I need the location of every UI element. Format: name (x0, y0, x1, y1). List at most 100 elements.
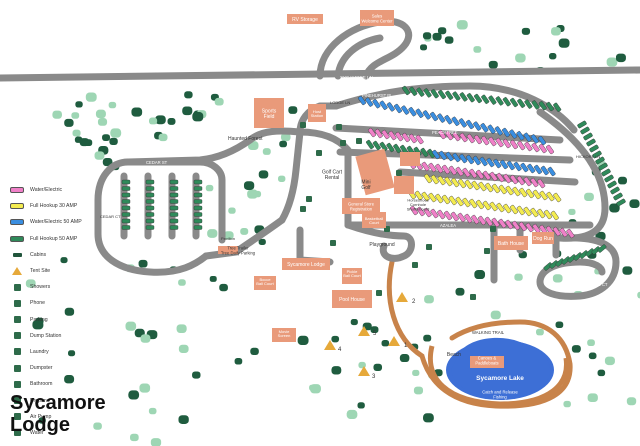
site-full-hookup-50 (577, 120, 587, 129)
site-full-hookup-50 (193, 192, 203, 198)
site-water-electric (409, 205, 419, 216)
label-cedar-ct: CEDAR CT (100, 214, 121, 219)
site-full-hookup-50 (543, 262, 553, 271)
site-full-hookup-50 (145, 212, 155, 217)
site-water-electric (457, 212, 466, 223)
tree (214, 97, 224, 106)
site-water-electric-50 (408, 107, 417, 117)
label-tent-3: 3 (372, 374, 376, 380)
site-full-hookup-30 (537, 208, 546, 219)
site-full-hookup-30 (553, 192, 562, 203)
tree (93, 422, 102, 430)
legend-icon-wrap (10, 316, 24, 324)
dog-run-area (532, 232, 554, 244)
site-full-hookup-50 (169, 205, 179, 211)
site-water-electric (401, 132, 411, 143)
facility-icon (484, 248, 490, 254)
tent-site-5 (358, 326, 370, 336)
tree (64, 307, 75, 316)
site-full-hookup-50 (372, 140, 381, 151)
site-full-hookup-50 (121, 218, 131, 224)
tree (258, 170, 269, 179)
tree (52, 110, 62, 119)
tree (178, 279, 186, 286)
site-full-hookup-50 (420, 147, 429, 158)
site-full-hookup-50 (121, 205, 131, 211)
site-full-hookup-50 (401, 85, 411, 96)
dumpster-icon (13, 364, 21, 372)
buildings (218, 10, 554, 368)
site-water-electric (416, 206, 425, 217)
site-full-hookup-30 (516, 205, 525, 216)
site-full-hookup-50 (610, 186, 620, 195)
site-water-electric-50 (487, 124, 496, 134)
tree (150, 438, 162, 446)
tree (622, 266, 633, 275)
air-pump-icon (13, 413, 21, 421)
site-water-electric (537, 178, 546, 189)
tree (280, 133, 291, 142)
site-full-hookup-50 (379, 141, 388, 152)
facility-icon (340, 140, 346, 146)
site-full-hookup-50 (549, 260, 559, 269)
pavilion-building (218, 246, 238, 254)
road-cedar-ct (124, 158, 226, 244)
site-water-electric-50 (493, 158, 502, 169)
tree (629, 199, 640, 209)
tree (626, 397, 637, 406)
site-water-electric-50 (372, 99, 381, 109)
label-canoes: Canoes &Paddleboats (475, 356, 498, 366)
site-water-electric-50 (533, 164, 543, 175)
site-water-electric-50 (473, 121, 482, 131)
tree (108, 101, 117, 109)
label-peachtree: PEACHTREE (432, 130, 458, 135)
site-water-electric (469, 168, 478, 179)
site-water-electric (531, 142, 540, 153)
site-full-hookup-30 (485, 182, 494, 193)
tree (138, 259, 148, 268)
site-full-hookup-50 (592, 150, 602, 159)
tree (228, 207, 236, 214)
site-full-hookup-50 (567, 254, 577, 263)
legend-icon-wrap (10, 283, 24, 291)
tree (279, 140, 287, 148)
tree (555, 321, 564, 329)
site-water-electric (428, 162, 437, 173)
legend-label: Propane (30, 397, 50, 404)
site-full-hookup-30 (414, 190, 423, 201)
site-full-hookup-30 (423, 173, 433, 184)
site-full-hookup-30 (469, 198, 478, 209)
site-water-electric (473, 134, 483, 145)
tree (243, 181, 255, 190)
legend-item: Cabins (10, 247, 90, 263)
site-water-electric (459, 132, 468, 143)
road-loop-center (296, 128, 352, 229)
tree (490, 310, 501, 320)
mini-golf-area (355, 148, 395, 196)
site-water-electric (435, 163, 444, 174)
label-tent-2: 2 (412, 299, 416, 305)
road-cedar-loop (94, 158, 210, 276)
site-water-electric (381, 129, 390, 140)
legend-item: Water/Electric (10, 182, 90, 198)
tree (588, 352, 597, 360)
legend-label: Full Hookup 30 AMP (30, 203, 78, 210)
site-water-electric-50 (540, 165, 549, 176)
site-water-electric (511, 220, 521, 231)
site-full-hookup-50 (473, 93, 483, 104)
site-water-electric-50 (523, 132, 532, 142)
tree (167, 118, 176, 125)
legend-icon-wrap (10, 364, 24, 372)
site-water-electric (441, 164, 451, 175)
legend-label: Water (30, 429, 44, 436)
site-water-electric (395, 131, 404, 142)
site-water-electric (518, 221, 527, 232)
site-full-hookup-50 (430, 89, 439, 99)
site-full-hookup-30 (509, 204, 519, 215)
tree (552, 274, 563, 283)
tree (125, 321, 137, 331)
label-sycamore-lodge: Sycamore Lodge (287, 262, 325, 268)
tent-site-1 (388, 336, 400, 346)
walking-trail (386, 259, 573, 409)
